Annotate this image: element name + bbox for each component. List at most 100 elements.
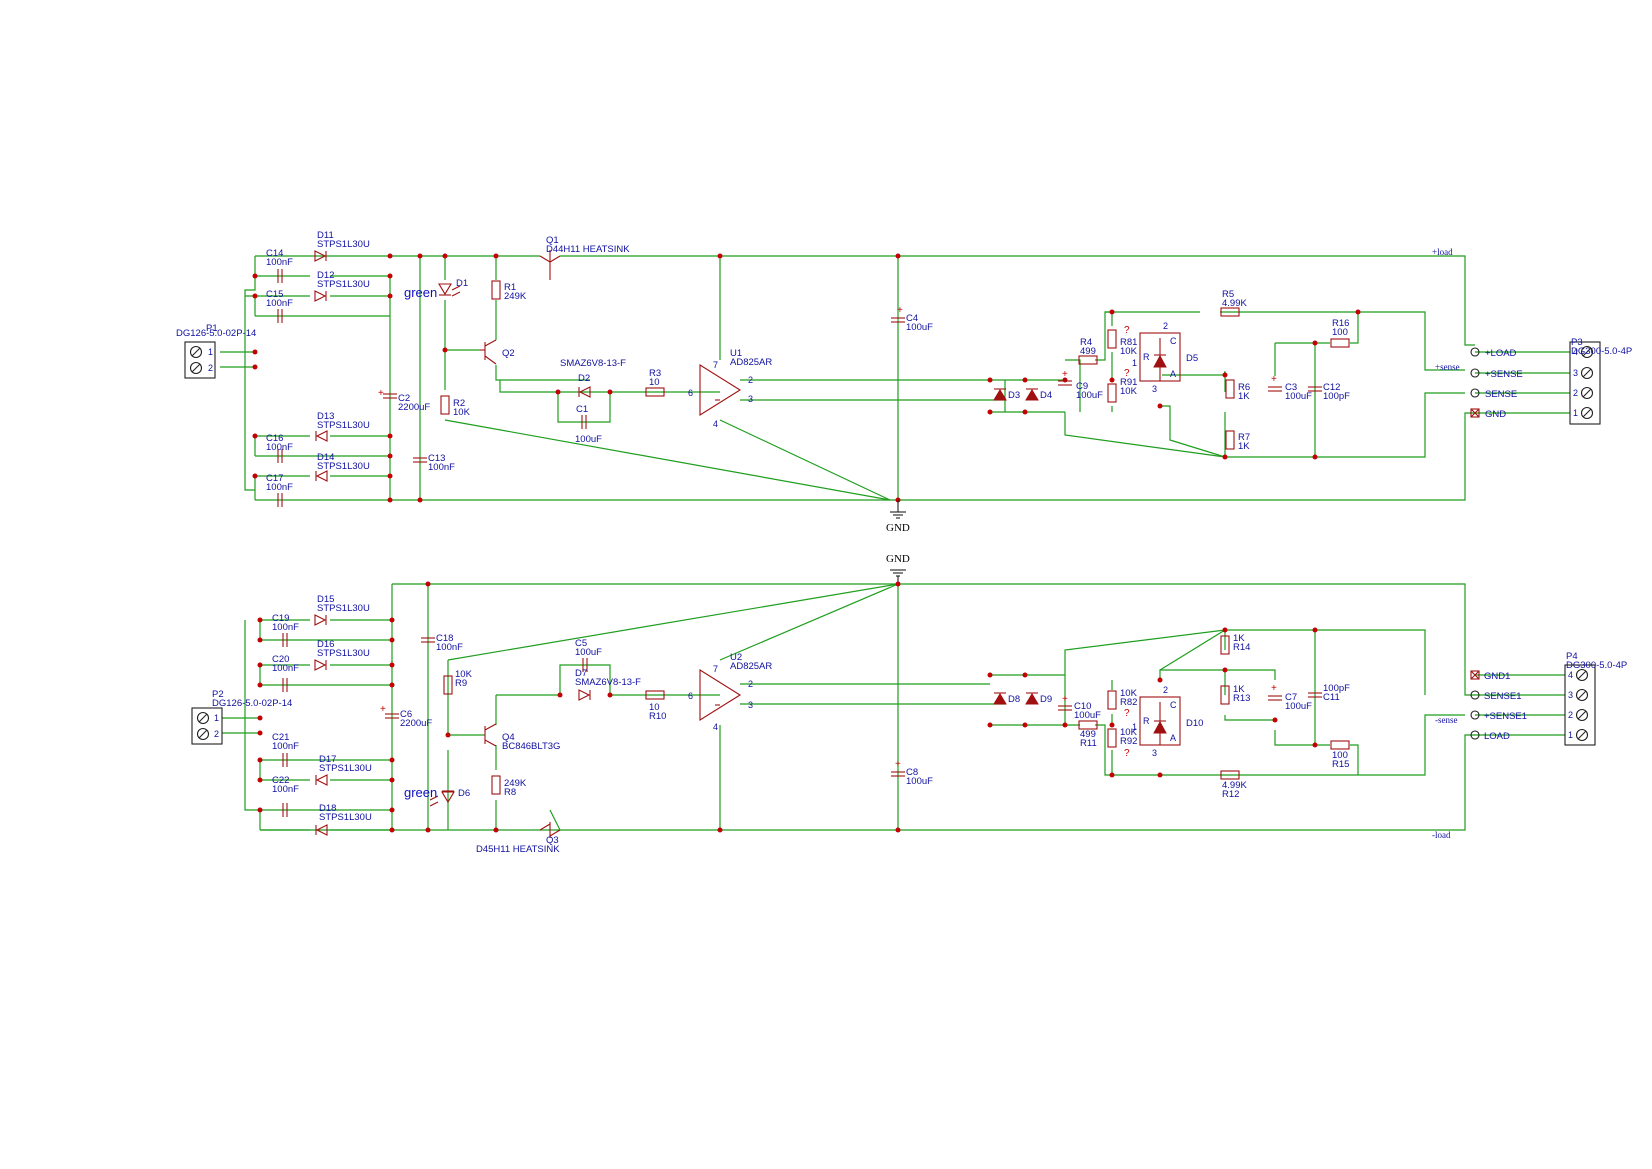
svg-text:D44H11 HEATSINK: D44H11 HEATSINK	[546, 244, 630, 255]
svg-text:C22: C22	[272, 775, 289, 786]
svg-text:2: 2	[1568, 710, 1573, 720]
svg-text:10K: 10K	[1120, 386, 1138, 397]
svg-text:100pF: 100pF	[1323, 391, 1350, 402]
svg-text:R92: R92	[1120, 736, 1137, 747]
svg-text:C16: C16	[266, 433, 283, 444]
svg-text:R4: R4	[1080, 337, 1092, 348]
svg-text:D12: D12	[317, 270, 334, 281]
svg-text:?: ?	[1124, 368, 1130, 379]
svg-text:green: green	[404, 785, 437, 800]
svg-text:?: ?	[1124, 748, 1130, 759]
shunt-ref-d5: R C A 1 2 3 D5	[1132, 321, 1198, 394]
svg-text:100uF: 100uF	[1285, 391, 1312, 402]
svg-text:C9: C9	[1076, 381, 1088, 392]
svg-text:R16: R16	[1332, 318, 1349, 329]
svg-text:D4: D4	[1040, 390, 1052, 401]
svg-text:U1: U1	[730, 348, 742, 359]
svg-text:249K: 249K	[504, 291, 527, 302]
svg-text:Q4: Q4	[502, 732, 515, 743]
svg-text:C6: C6	[400, 709, 412, 720]
svg-text:R1: R1	[504, 282, 516, 293]
svg-text:+: +	[1271, 374, 1277, 385]
svg-text:2200uF: 2200uF	[400, 718, 432, 729]
svg-text:1K: 1K	[1238, 391, 1250, 402]
svg-text:7: 7	[713, 360, 718, 370]
svg-text:+: +	[1062, 694, 1068, 705]
svg-text:P3: P3	[1571, 337, 1583, 348]
svg-text:7: 7	[713, 664, 718, 674]
svg-text:10K: 10K	[455, 669, 473, 680]
svg-text:D15: D15	[317, 594, 334, 605]
p1-value: DG126-5.0-02P-14	[176, 328, 256, 339]
svg-text:C: C	[1170, 700, 1177, 710]
svg-text:100nF: 100nF	[266, 298, 293, 309]
svg-text:C11: C11	[1323, 692, 1340, 703]
svg-text:10: 10	[649, 702, 660, 713]
svg-text:100uF: 100uF	[1076, 390, 1103, 401]
svg-text:C19: C19	[272, 613, 289, 624]
svg-text:+: +	[380, 704, 386, 715]
svg-text:D3: D3	[1008, 390, 1020, 401]
svg-text:6: 6	[688, 388, 693, 398]
svg-text:+: +	[1062, 369, 1068, 380]
svg-text:AD825AR: AD825AR	[730, 357, 772, 368]
svg-text:C12: C12	[1323, 382, 1340, 393]
svg-text:100nF: 100nF	[266, 257, 293, 268]
svg-text:100uF: 100uF	[575, 647, 602, 658]
svg-text:C8: C8	[906, 767, 918, 778]
svg-text:SENSE1: SENSE1	[1484, 691, 1522, 702]
svg-text:100uF: 100uF	[575, 434, 602, 445]
resistor-r5: R54.99K	[1220, 289, 1247, 317]
svg-text:4.99K: 4.99K	[1222, 298, 1247, 309]
diode-d3: D3	[993, 388, 1020, 401]
shunt-ref-d10: R C A 1 2 3 D10	[1132, 685, 1203, 758]
connector-p2: P2 DG126-5.0-02P-14 1 2	[191, 689, 292, 745]
svg-text:U2: U2	[730, 652, 742, 663]
svg-text:STPS1L30U: STPS1L30U	[319, 812, 372, 823]
gnd-symbol-bottom: GND	[886, 553, 910, 584]
svg-text:D11: D11	[317, 230, 334, 241]
svg-text:1: 1	[1132, 358, 1137, 368]
svg-text:C21: C21	[272, 732, 289, 743]
svg-text:C17: C17	[266, 473, 283, 484]
svg-text:GND: GND	[886, 522, 910, 534]
svg-text:C2: C2	[398, 393, 410, 404]
svg-text:3: 3	[1152, 384, 1157, 394]
svg-text:100pF: 100pF	[1323, 683, 1350, 694]
svg-text:C1: C1	[576, 404, 588, 415]
svg-text:100nF: 100nF	[272, 622, 299, 633]
svg-text:C3: C3	[1285, 382, 1297, 393]
svg-text:1: 1	[1568, 730, 1573, 740]
svg-text:R2: R2	[453, 398, 465, 409]
svg-text:R81: R81	[1120, 337, 1137, 348]
svg-text:6: 6	[688, 691, 693, 701]
svg-text:C: C	[1170, 336, 1177, 346]
svg-text:R7: R7	[1238, 432, 1250, 443]
svg-text:D6: D6	[458, 788, 470, 799]
junctions-top	[252, 253, 1361, 503]
svg-text:LOAD: LOAD	[1484, 731, 1510, 742]
svg-text:100: 100	[1332, 327, 1348, 338]
